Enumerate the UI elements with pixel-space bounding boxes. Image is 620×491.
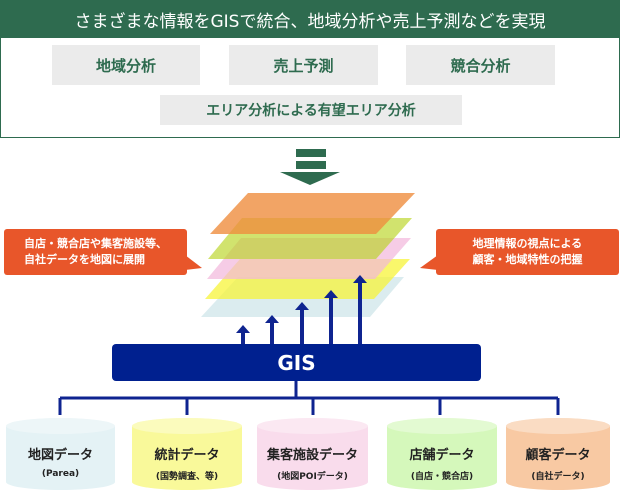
database-cylinder-icon [132, 418, 242, 490]
tag-area-analysis: エリア分析による有望エリア分析 [160, 95, 462, 125]
callout-left: 自店・競合店や集客施設等、自社データを地図に展開 [4, 229, 187, 275]
tree-connector [58, 381, 560, 415]
cylinder-top [132, 418, 242, 434]
tag-regional-analysis: 地域分析 [52, 45, 200, 85]
up-arrow-icon [324, 290, 338, 344]
up-arrows [236, 275, 367, 344]
up-arrow-icon [295, 302, 309, 344]
data-source-sub: (地図POIデータ) [277, 472, 348, 482]
callout-left-line1: 自店・競合店や集客施設等、 [24, 237, 167, 250]
header-title: さまざまな情報をGISで統合、地域分析や売上予測などを実現 [0, 0, 620, 38]
cylinder-top [6, 418, 115, 434]
layer-orange [210, 193, 415, 234]
data-source-sub: (Parea) [41, 469, 80, 479]
data-source-name: 顧客データ [525, 448, 591, 463]
cylinder-top [257, 418, 368, 434]
cylinder-top [387, 418, 497, 434]
data-source-statistics: 統計データ (国勢調査、等) [132, 444, 242, 482]
data-source-map: 地図データ (Parea) [6, 444, 115, 479]
up-arrow-icon [353, 275, 367, 344]
data-source-name: 店舗データ [409, 448, 475, 463]
callout-right-line2: 顧客・地域特性の把握 [472, 253, 583, 266]
down-arrow-icon [280, 149, 340, 185]
database-cylinder-icon [257, 418, 368, 490]
database-cylinder-icon [506, 418, 610, 490]
up-arrow-icon [236, 325, 250, 344]
callout-left-pointer [185, 255, 202, 270]
data-source-stores: 店舗データ (自店・競合店) [387, 444, 497, 482]
tag-sales-forecast: 売上予測 [229, 45, 378, 85]
data-source-name: 地図データ [27, 448, 93, 463]
data-source-sub: (国勢調査、等) [155, 472, 219, 482]
data-source-sub: (自店・競合店) [410, 472, 474, 482]
data-source-customers: 顧客データ (自社データ) [506, 444, 610, 482]
up-arrow-icon [265, 315, 279, 344]
tag-competitor-analysis: 競合分析 [406, 45, 555, 85]
data-source-name: 統計データ [154, 448, 220, 463]
callout-right: 地理情報の視点による顧客・地域特性の把握 [436, 229, 619, 275]
cylinder-top [506, 418, 610, 434]
database-cylinder-icon [5, 418, 115, 490]
gis-bar: GIS [112, 344, 481, 381]
callout-right-line1: 地理情報の視点による [472, 237, 583, 250]
callout-left-line2: 自社データを地図に展開 [24, 253, 145, 266]
callout-right-pointer [420, 255, 438, 270]
data-source-facilities: 集客施設データ (地図POIデータ) [257, 444, 368, 482]
data-source-name: 集客施設データ [266, 448, 358, 463]
data-source-sub: (自社データ) [531, 472, 585, 482]
database-cylinder-icon [387, 418, 497, 490]
